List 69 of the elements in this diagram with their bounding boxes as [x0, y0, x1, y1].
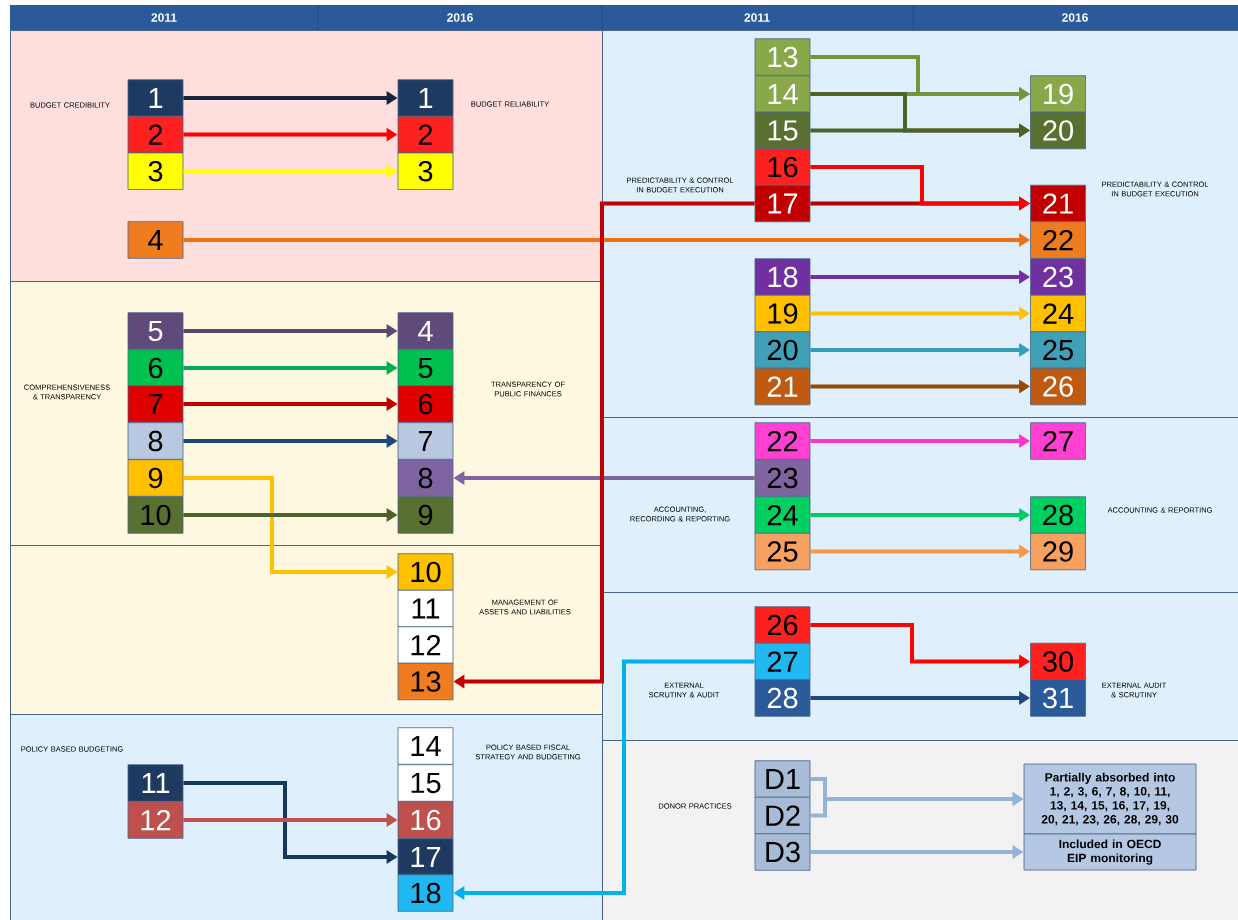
number-box: 10 — [397, 553, 454, 591]
number-box: 6 — [397, 385, 454, 423]
number-box: 6 — [127, 349, 184, 387]
number-box: 27 — [754, 642, 811, 681]
number-box: 25 — [754, 532, 811, 571]
number-box: 31 — [1030, 679, 1086, 717]
number-box: 16 — [397, 801, 454, 839]
number-box: 29 — [1030, 532, 1086, 571]
number-box: 21 — [1030, 184, 1086, 223]
number-box: 3 — [127, 152, 184, 190]
number-box: 14 — [754, 75, 811, 113]
number-box: 7 — [397, 422, 454, 460]
outcome-box: Partially absorbed into 1, 2, 3, 6, 7, 8, 10, 11, 13, 14, 15, 16, 17, 19, 20, 21, 23, 26, 28, 29, 30 — [1023, 763, 1197, 835]
number-box: 23 — [754, 459, 811, 497]
number-box: 17 — [397, 838, 454, 876]
number-box: 7 — [127, 385, 184, 423]
number-box: D2 — [754, 796, 811, 835]
number-box: 20 — [1030, 111, 1086, 150]
number-box: 28 — [754, 679, 811, 717]
number-box: 2 — [397, 115, 454, 154]
number-box: 3 — [397, 152, 454, 190]
number-box: 20 — [754, 331, 811, 369]
number-box: 13 — [397, 662, 454, 701]
year-label: 2011 — [151, 13, 177, 22]
number-box: 4 — [397, 312, 454, 350]
number-box: 12 — [127, 801, 184, 839]
number-box: 14 — [397, 727, 454, 765]
number-box: 1 — [397, 79, 454, 117]
section-band — [10, 545, 603, 715]
number-box: 27 — [1030, 422, 1086, 460]
number-box: 9 — [397, 496, 454, 534]
number-box: 5 — [397, 349, 454, 387]
number-box: 18 — [754, 258, 811, 296]
year-label: 2016 — [1062, 13, 1088, 22]
number-box: 15 — [397, 764, 454, 802]
number-box: 13 — [754, 38, 811, 76]
number-box: 11 — [127, 764, 184, 802]
number-box: 5 — [127, 312, 184, 350]
number-box: 23 — [1030, 258, 1086, 296]
number-box: 19 — [1030, 75, 1086, 113]
number-box: 11 — [397, 589, 454, 628]
number-box: 22 — [1030, 221, 1086, 259]
number-box: D3 — [754, 833, 811, 871]
number-box: 15 — [754, 111, 811, 150]
number-box: 19 — [754, 294, 811, 333]
number-box: 10 — [127, 496, 184, 534]
number-box: D1 — [754, 760, 811, 798]
number-box: 26 — [1030, 367, 1086, 406]
number-box: 8 — [127, 422, 184, 460]
number-box: 4 — [127, 221, 184, 259]
number-box: 16 — [754, 148, 811, 186]
outcome-box: Included in OECD EIP monitoring — [1023, 833, 1197, 871]
number-box: 24 — [754, 496, 811, 534]
number-box: 28 — [1030, 496, 1086, 534]
number-box: 21 — [754, 367, 811, 406]
number-box: 12 — [397, 626, 454, 664]
number-box: 18 — [397, 874, 454, 912]
year-label: 2011 — [744, 13, 770, 22]
year-label: 2016 — [447, 13, 473, 22]
number-box: 25 — [1030, 331, 1086, 369]
number-box: 22 — [754, 422, 811, 460]
number-box: 26 — [754, 606, 811, 644]
number-box: 1 — [127, 79, 184, 117]
number-box: 24 — [1030, 294, 1086, 333]
number-box: 17 — [754, 184, 811, 223]
number-box: 2 — [127, 115, 184, 154]
number-box: 30 — [1030, 642, 1086, 681]
number-box: 9 — [127, 459, 184, 497]
number-box: 8 — [397, 459, 454, 497]
